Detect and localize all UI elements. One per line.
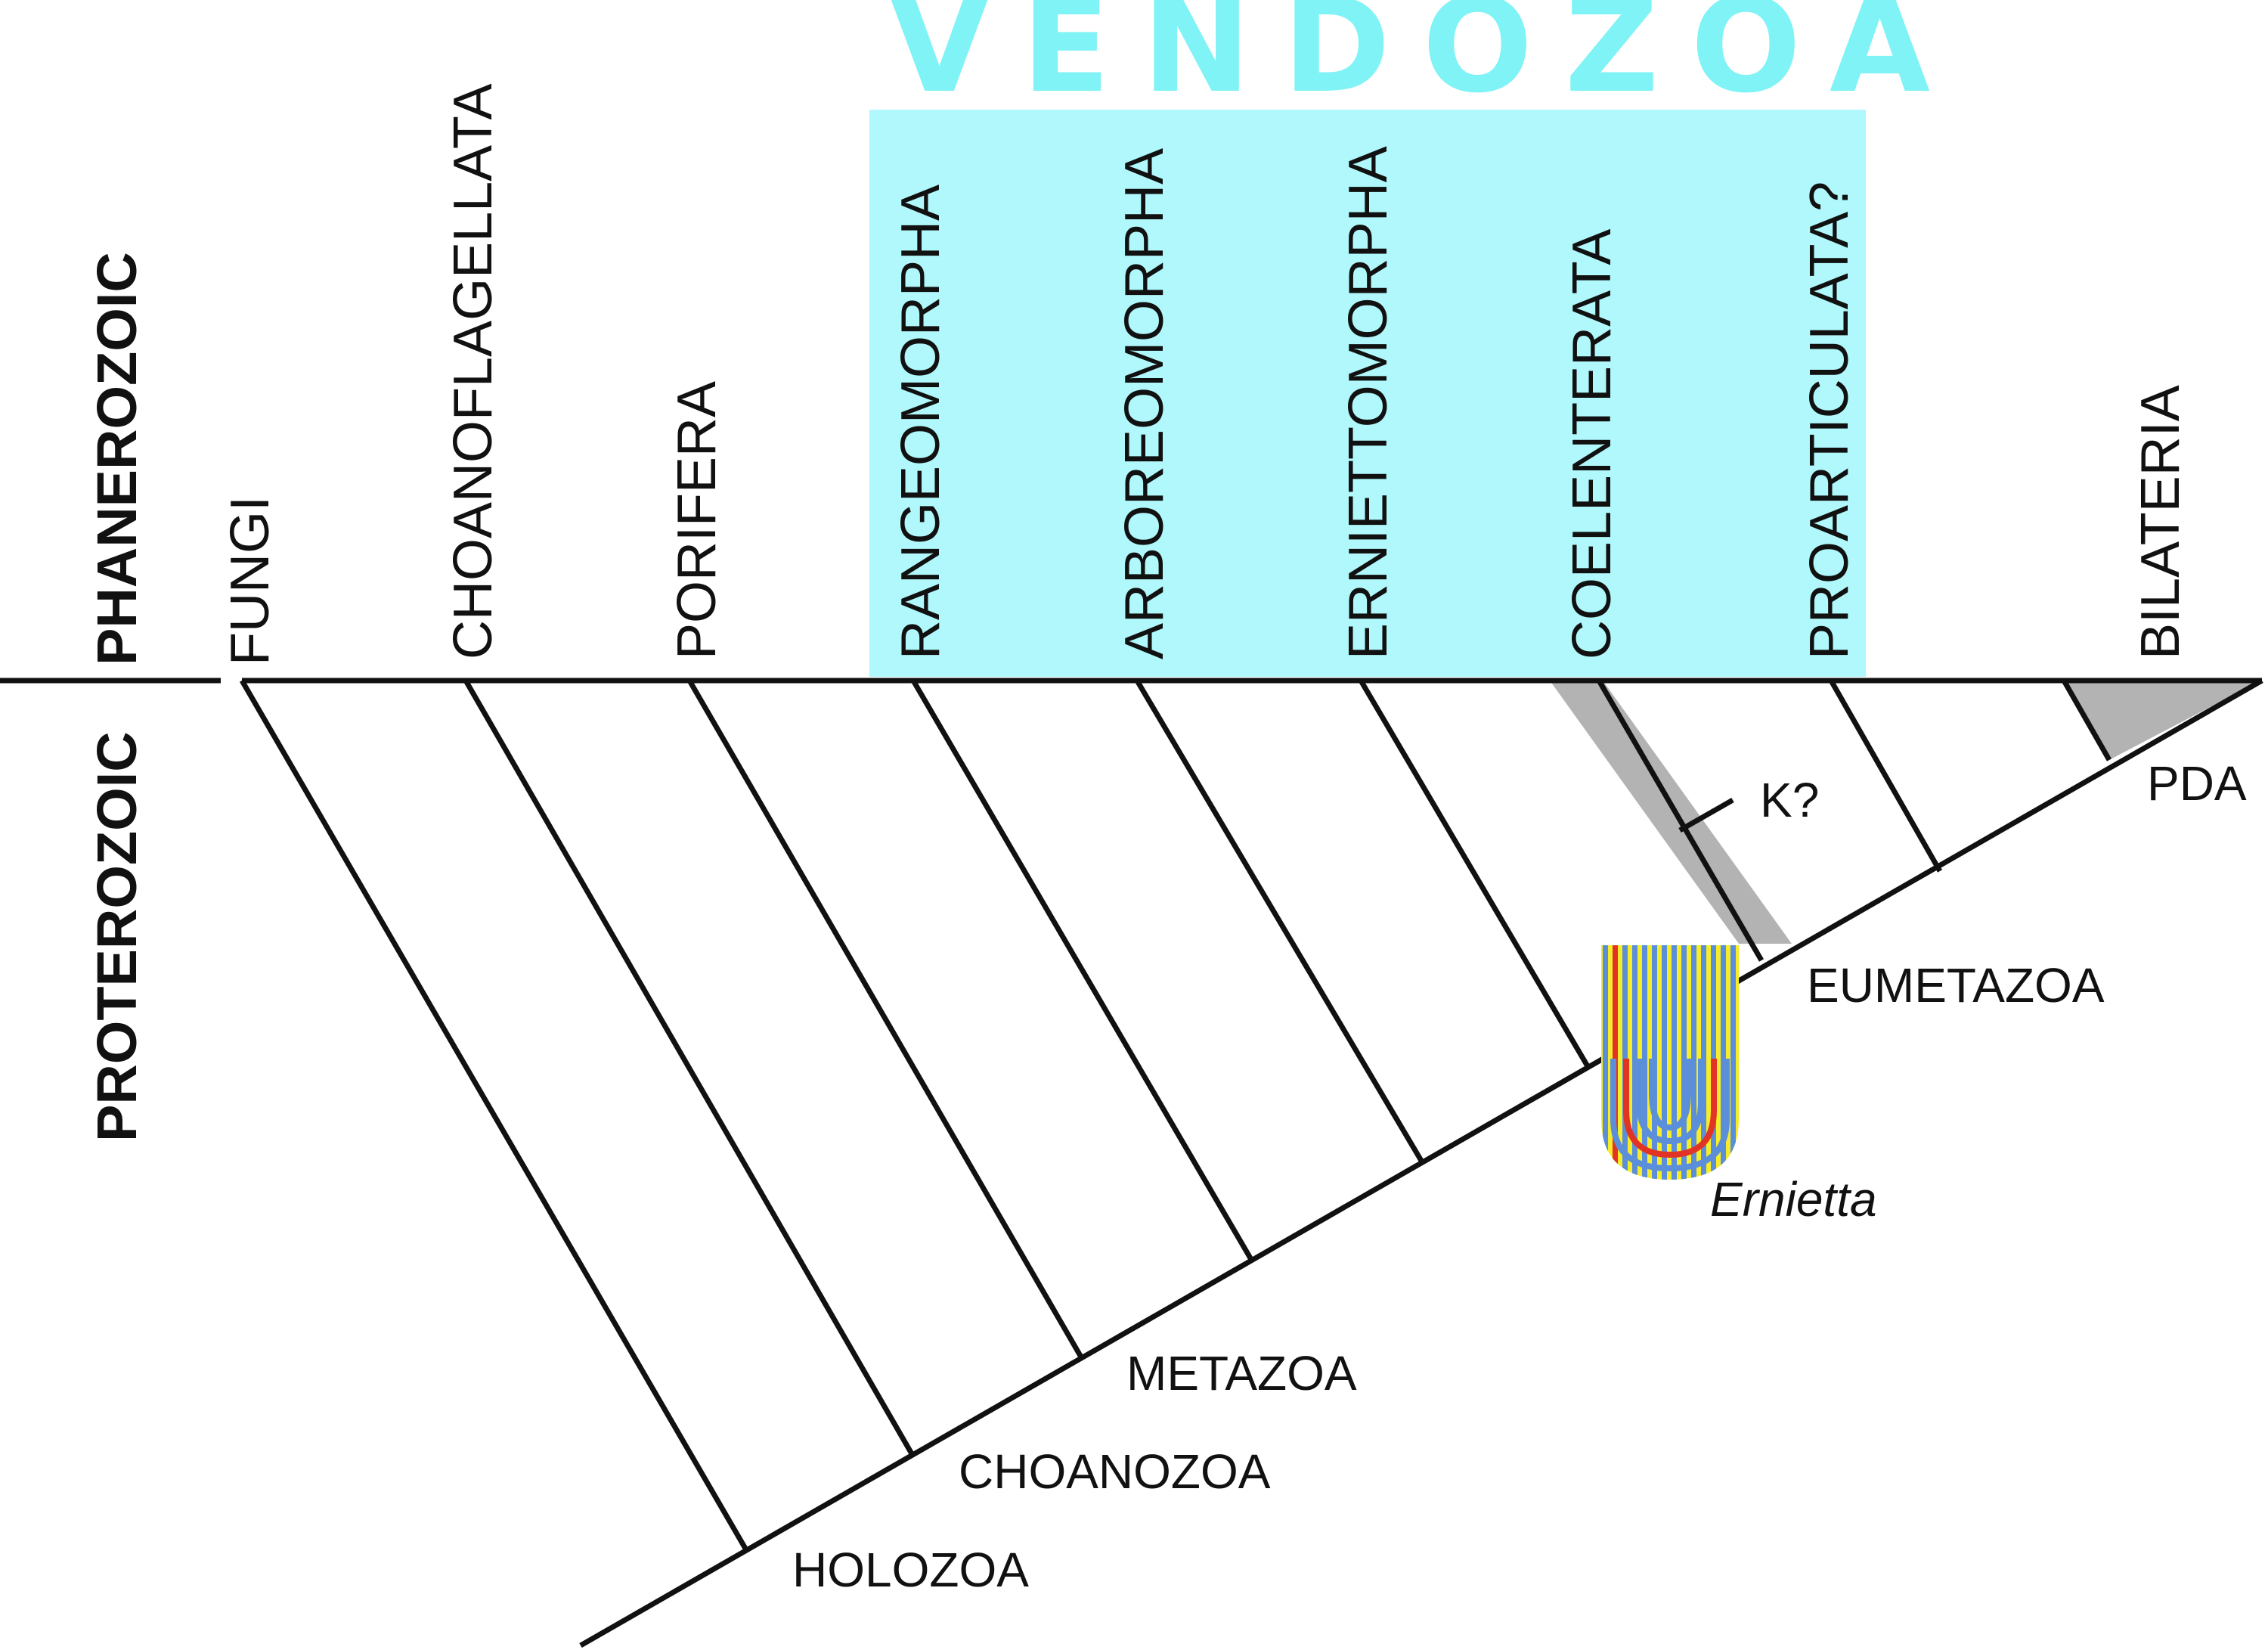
node-pda: PDA xyxy=(2147,756,2247,811)
branch-coelenterata xyxy=(1596,679,1765,962)
node-k: K? xyxy=(1760,773,1819,827)
ernietta-stripe xyxy=(1662,945,1667,1180)
ernietta-stripe xyxy=(1681,945,1687,1180)
taxon-fungi: FUNGI xyxy=(220,496,280,665)
branch-porifera xyxy=(686,679,1086,1361)
vendozoa-box xyxy=(869,110,1866,677)
node-eumetazoa: EUMETAZOA xyxy=(1807,958,2105,1013)
branch-erniettomorpha xyxy=(1358,679,1591,1068)
k-marker xyxy=(1678,797,1734,833)
specimen-ernietta-label: Ernietta xyxy=(1710,1172,1877,1227)
node-choanozoa: CHOANOZOA xyxy=(959,1444,1271,1499)
branch-fungi xyxy=(239,679,751,1554)
branch-bilateria xyxy=(2061,679,2112,761)
ernietta-loop xyxy=(1610,1059,1730,1172)
taxon-choanoflagellata: CHOANOFLAGELLATA xyxy=(443,83,503,659)
taxon-coelenterata: COELENTERATA xyxy=(1562,229,1622,659)
ernietta-loop xyxy=(1649,1059,1691,1131)
taxon-porifera: PORIFERA xyxy=(667,381,727,659)
ernietta-fossil-image xyxy=(1601,945,1739,1180)
taxon-proarticulata: PROARTICULATA? xyxy=(1799,181,1860,659)
branch-rangeomorpha xyxy=(910,679,1256,1264)
era-phanerozoic: PHANEROZOIC xyxy=(85,252,148,665)
taxon-arboreomorpha: ARBOREOMORPHA xyxy=(1114,148,1175,659)
taxon-rangeomorpha: RANGEOMORPHA xyxy=(891,185,951,659)
taxon-erniettomorpha: ERNIETTOMORPHA xyxy=(1338,146,1399,659)
ernietta-stripe xyxy=(1730,945,1736,1180)
taxon-bilateria: BILATERIA xyxy=(2130,385,2191,659)
ernietta-stripe xyxy=(1672,945,1677,1180)
ernietta-loop xyxy=(1636,1059,1704,1145)
coelenterata-gray-band xyxy=(1550,681,1792,944)
ernietta-stripe xyxy=(1603,945,1608,1180)
branch-arboreomorpha xyxy=(1134,679,1427,1166)
bilateria-gray-wedge xyxy=(2064,681,2260,760)
vendozoa-title: VENDOZOA xyxy=(889,0,1962,122)
era-proterozoic: PROTEROZOIC xyxy=(85,731,148,1142)
ernietta-stripe xyxy=(1691,945,1696,1180)
node-metazoa: METAZOA xyxy=(1126,1346,1357,1400)
branch-proarticulata xyxy=(1828,679,1943,873)
ernietta-stripe xyxy=(1721,945,1726,1180)
ernietta-stripe xyxy=(1642,945,1647,1180)
ernietta-stripe xyxy=(1632,945,1637,1180)
branch-choanoflagellata xyxy=(463,679,916,1458)
ernietta-loop xyxy=(1623,1059,1717,1158)
node-holozoa: HOLOZOA xyxy=(792,1543,1029,1597)
